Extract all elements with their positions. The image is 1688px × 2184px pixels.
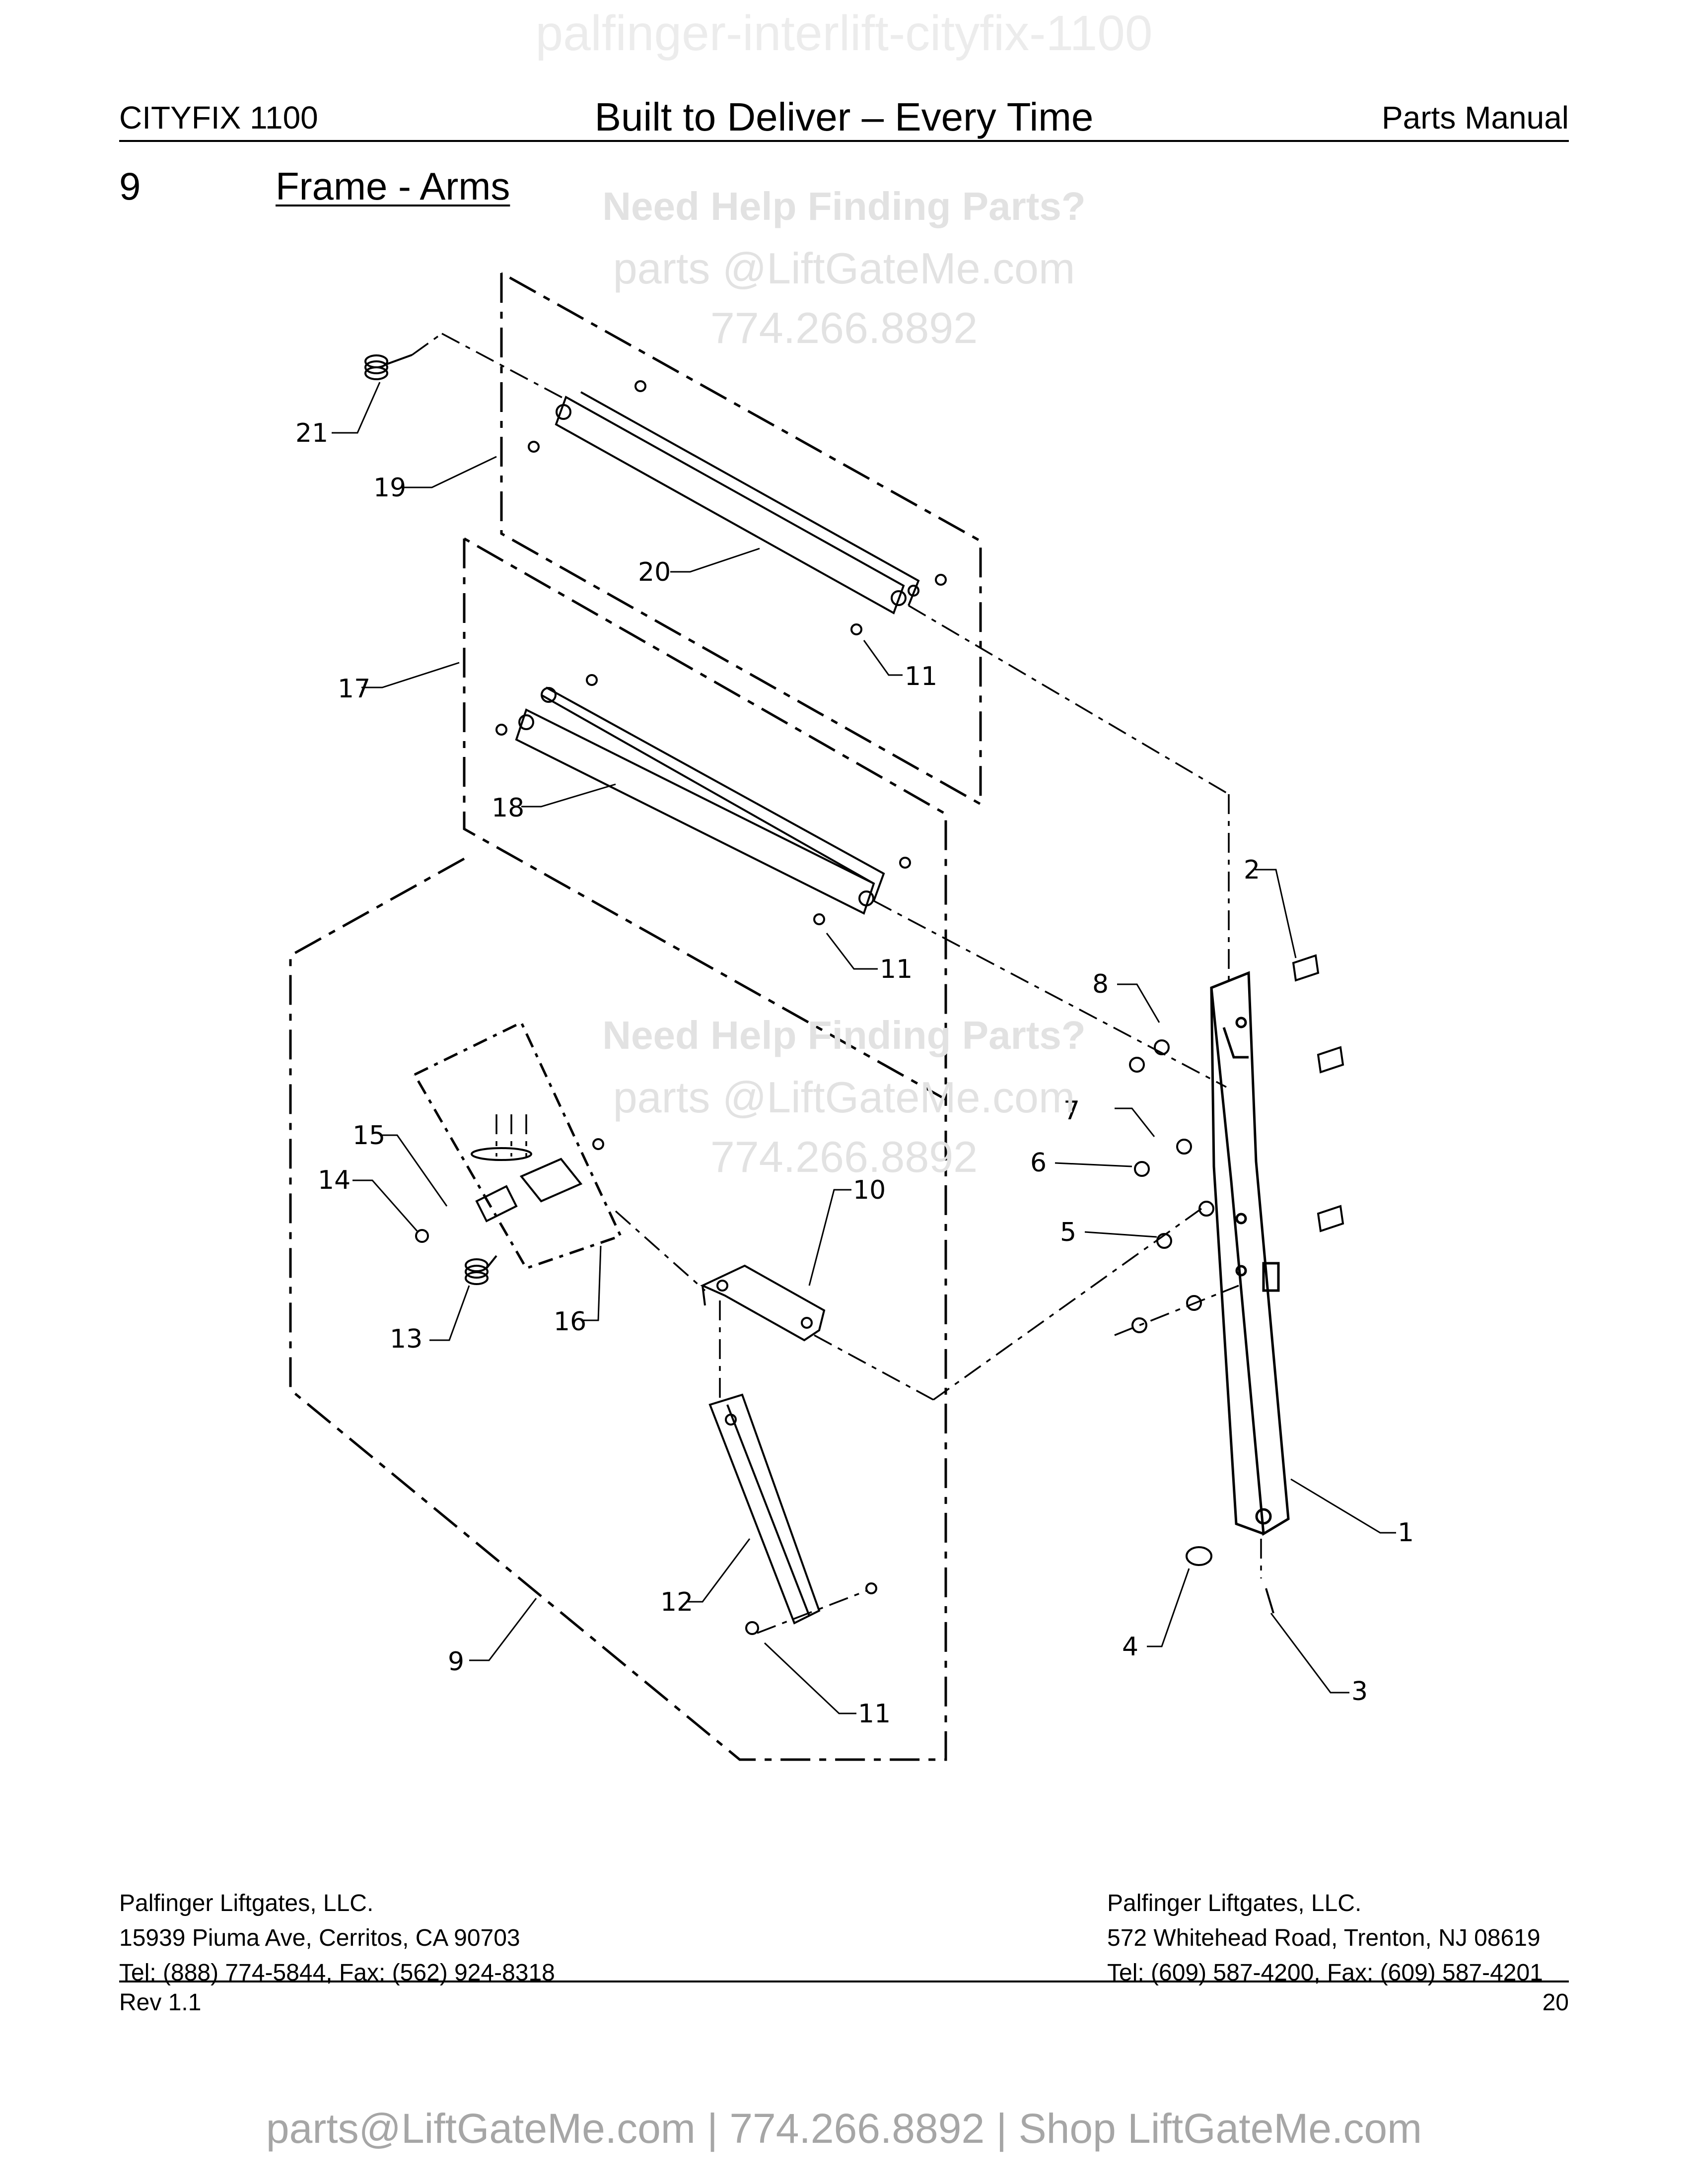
watermark-help-top: Need Help Finding Parts? xyxy=(602,184,1086,228)
footer-left-street: 15939 Piuma Ave, Cerritos, CA 90703 xyxy=(119,1925,520,1951)
callout-18: 18 xyxy=(492,793,524,823)
callout-11-top: 11 xyxy=(905,662,937,691)
arm-12 xyxy=(708,1393,821,1625)
hinge-plate-outline xyxy=(413,1021,623,1270)
footer-right-street: 572 Whitehead Road, Trenton, NJ 08619 xyxy=(1107,1925,1541,1951)
callout-14: 14 xyxy=(318,1165,351,1195)
callout-21: 21 xyxy=(295,418,328,448)
watermark-phone-top: 774.266.8892 xyxy=(710,303,978,352)
callout-3: 3 xyxy=(1351,1677,1368,1706)
watermark-email-top: parts @LiftGateMe.com xyxy=(613,244,1075,293)
watermark-phone-middle: 774.266.8892 xyxy=(710,1132,978,1181)
callout-2: 2 xyxy=(1244,855,1260,885)
callout-19: 19 xyxy=(373,473,406,503)
contact-banner: parts@LiftGateMe.com | 774.266.8892 | Sh… xyxy=(266,2105,1422,2152)
footer-left-address: Palfinger Liftgates, LLC. 15939 Piuma Av… xyxy=(119,1886,555,1990)
callout-15: 15 xyxy=(352,1121,385,1151)
watermark-top: palfinger-interlift-cityfix-1100 xyxy=(535,5,1153,61)
section-title: Frame - Arms xyxy=(276,164,510,208)
callout-12: 12 xyxy=(660,1587,693,1617)
callout-10: 10 xyxy=(853,1175,886,1205)
callout-5: 5 xyxy=(1060,1218,1076,1247)
callout-6: 6 xyxy=(1030,1148,1047,1178)
callout-11-bottom: 11 xyxy=(858,1699,891,1729)
footer-right-company: Palfinger Liftgates, LLC. xyxy=(1107,1890,1362,1916)
assembly-center-lines xyxy=(411,333,1262,1634)
arm-20 xyxy=(555,391,920,614)
callout-20: 20 xyxy=(638,557,671,587)
callout-17: 17 xyxy=(338,674,370,704)
callout-1: 1 xyxy=(1398,1518,1414,1548)
callout-7: 7 xyxy=(1063,1096,1080,1126)
footer-rule xyxy=(119,1980,1569,1982)
callout-13: 13 xyxy=(390,1324,422,1354)
group-19-outline xyxy=(500,272,982,807)
footer-left-company: Palfinger Liftgates, LLC. xyxy=(119,1890,374,1916)
torsion-spring-13 xyxy=(465,1255,497,1285)
page-number: 20 xyxy=(1542,1989,1569,2016)
section-number: 9 xyxy=(119,164,141,208)
callout-11-middle: 11 xyxy=(880,955,913,984)
watermark-help-middle: Need Help Finding Parts? xyxy=(602,1013,1086,1057)
header-slogan: Built to Deliver – Every Time xyxy=(594,95,1094,139)
group-9-outline xyxy=(289,857,947,1761)
header-rule xyxy=(119,140,1569,142)
torsion-spring-21 xyxy=(364,354,413,380)
footer-right-phone: Tel: (609) 587-4200, Fax: (609) 587-4201 xyxy=(1107,1960,1543,1986)
leader-lines xyxy=(332,382,1396,1714)
arm-18 xyxy=(515,686,885,915)
fastener-group xyxy=(415,380,1344,1635)
header-manual-type: Parts Manual xyxy=(1381,100,1569,136)
callout-4: 4 xyxy=(1122,1632,1138,1662)
callout-8: 8 xyxy=(1092,969,1109,999)
callout-16: 16 xyxy=(554,1307,586,1337)
footer-right-address: Palfinger Liftgates, LLC. 572 Whitehead … xyxy=(1107,1886,1543,1990)
header-model: CITYFIX 1100 xyxy=(119,100,318,136)
watermark-email-middle: parts @LiftGateMe.com xyxy=(613,1073,1075,1122)
revision: Rev 1.1 xyxy=(119,1989,202,2016)
callout-9: 9 xyxy=(448,1647,464,1677)
frame-post-1 xyxy=(1210,971,1290,1536)
